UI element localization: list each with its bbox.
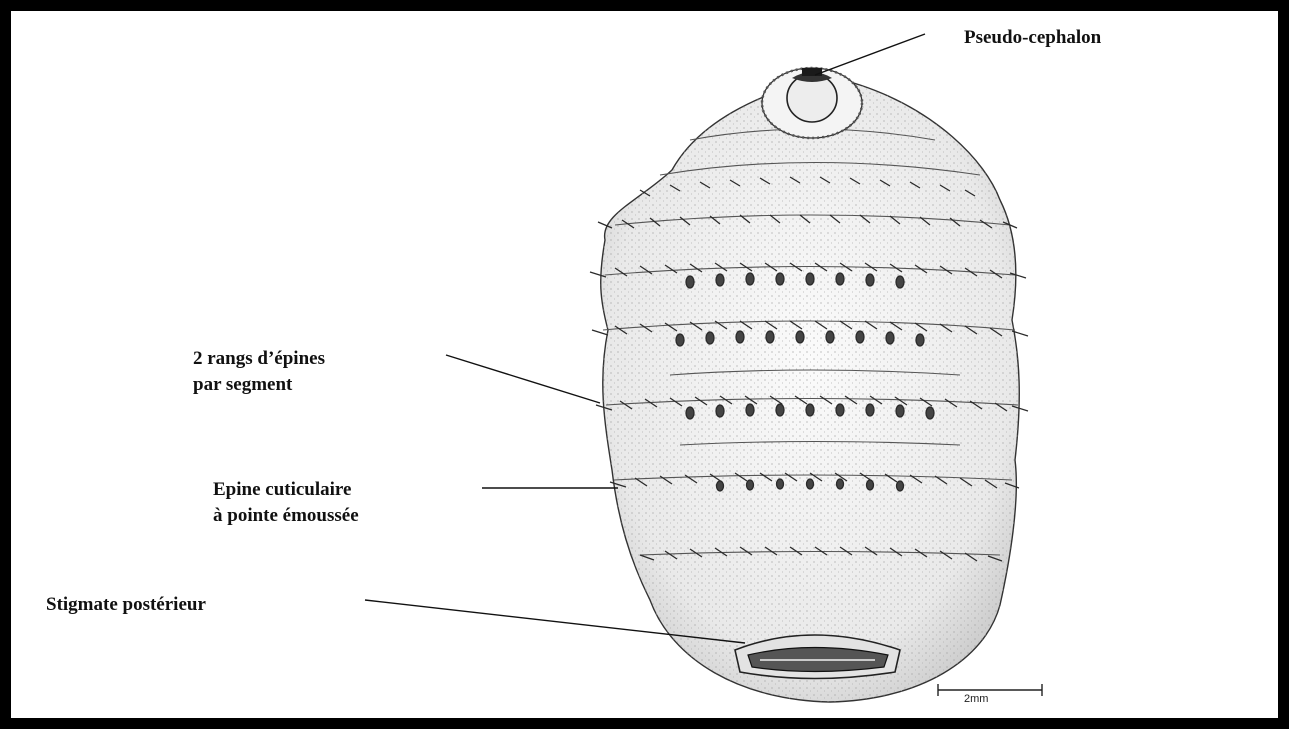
label-pseudo-cephalon: Pseudo-cephalon bbox=[964, 25, 1101, 51]
label-cuticular-spine-line2: à pointe émoussée bbox=[213, 503, 359, 529]
label-spine-rows: 2 rangs d’épines par segment bbox=[193, 346, 325, 398]
label-posterior-stigmata: Stigmate postérieur bbox=[46, 592, 206, 618]
label-cuticular-spine: Epine cuticulaire à pointe émoussée bbox=[213, 477, 359, 529]
scale-bar-label: 2mm bbox=[964, 693, 988, 705]
callout-line-pseudo-cephalon bbox=[815, 34, 925, 75]
label-cuticular-spine-line1: Epine cuticulaire bbox=[213, 477, 359, 503]
callout-line-rangs bbox=[446, 355, 600, 403]
pseudo-cephalon bbox=[762, 68, 862, 138]
scale-bar bbox=[938, 684, 1042, 696]
larva-body bbox=[601, 79, 1020, 702]
label-spine-rows-line1: 2 rangs d’épines bbox=[193, 346, 325, 372]
label-spine-rows-line2: par segment bbox=[193, 372, 325, 398]
